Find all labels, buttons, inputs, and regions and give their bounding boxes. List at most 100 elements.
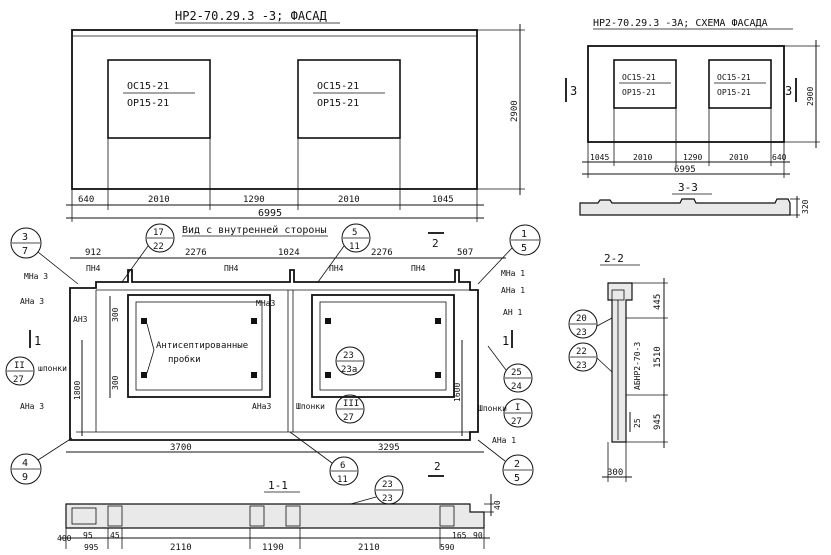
label-ana3-bottom: АНа 3 [20,402,44,411]
scheme-section-mark-right: 3 [785,78,797,102]
svg-text:5: 5 [514,473,520,484]
sec11-rib-4 [439,505,455,527]
label-ana3-left: АНа 3 [20,297,44,306]
callout-4-9: 4 9 [10,437,73,485]
svg-text:27: 27 [511,417,522,427]
scheme-section-mark-left: 3 [565,78,577,102]
window-bottom-label: ОР15-21 [317,98,359,109]
scheme-height: 2900 [806,87,815,106]
sec22-extension-lines [607,282,668,482]
svg-text:7: 7 [22,246,28,257]
scheme-window-left: ОС15-21 ОР15-21 [613,59,677,109]
sec22-title: 2-2 [604,252,624,265]
scheme-total: 6995 [674,165,696,175]
scheme-sec-right: 3 [785,84,792,98]
scheme-dim-1290: 1290 [683,153,702,162]
sec11-profile [65,503,485,529]
facade-title: НР2-70.29.3 -3; ФАСАД [175,9,327,23]
facade-dim-1290: 1290 [243,195,265,205]
svg-text:23а: 23а [341,365,357,375]
callout-20-23: 20 23 [568,309,613,339]
svg-text:17: 17 [153,228,164,238]
inner-win-top: 300 [111,307,120,322]
facade-window-left: ОС15-21 ОР15-21 [107,59,211,139]
scheme-sec-left: 3 [570,84,577,98]
section-mark-1-left-num: 1 [34,334,41,348]
inner-dim-912: 912 [85,248,101,258]
callout-22-23: 22 23 [568,342,613,373]
label-shponki-mid: Шпонки [296,402,325,411]
label-an3: АН3 [73,315,88,324]
window-bottom-label: ОР15-21 [127,98,169,109]
svg-text:11: 11 [349,242,360,252]
callout-1-5: 1 5 [477,224,541,285]
inner-opening-left [127,294,271,398]
label-shponki-left: шпонки [38,364,67,373]
sec11-insert-left [71,507,97,525]
sec22-dim-445: 445 [653,294,663,310]
callout-6-11: 6 11 [289,431,359,486]
inner-dim-507: 507 [457,248,473,258]
sec22-mark: АБНР2-70-3 [633,342,642,390]
window-bottom-label: ОР15-21 [717,88,751,97]
facade-total: 6995 [258,208,282,219]
callout-I-27: I 27 [503,398,533,428]
svg-text:11: 11 [337,475,348,485]
sec11-rib-3 [285,505,301,527]
sec11-dim-995: 995 [84,543,99,552]
sec11-dim-400: 400 [57,534,72,543]
svg-text:4: 4 [22,458,28,469]
sec11-dim-90: 90 [473,531,483,540]
sec11-dim-590: 590 [440,543,455,552]
svg-text:6: 6 [340,461,345,471]
callout-23-23a: 23 23а [335,346,365,376]
section-mark-1-left: 1 [29,330,41,348]
sec33-dim: 320 [801,199,810,214]
window-bottom-label: ОР15-21 [622,88,656,97]
sec11-dim-2110-a: 2110 [170,543,192,553]
sec33-profile [579,198,791,216]
svg-text:27: 27 [13,375,24,385]
callout-2-5: 2 5 [477,439,534,486]
svg-text:20: 20 [576,314,587,324]
label-an1: АН 1 [503,308,522,317]
scheme-dim-1045: 1045 [590,153,609,162]
svg-text:23: 23 [576,361,587,371]
inner-dim-2276-a: 2276 [185,248,207,258]
section-mark-2-top-num: 2 [432,237,439,250]
scheme-extension-lines [587,45,820,178]
facade-panel [71,29,478,190]
label-mna3-mid: МНа3 [256,299,275,308]
label-ana3-mid: АНа3 [252,402,271,411]
callout-25-24: 25 24 [487,345,533,393]
scheme-dim-640: 640 [772,153,787,162]
svg-text:22: 22 [153,242,164,252]
scheme-dim-2010-b: 2010 [729,153,748,162]
svg-text:23: 23 [382,480,393,490]
label-mna3-left: МНа 3 [24,272,48,281]
svg-text:23: 23 [576,328,587,338]
scheme-dim-2010-a: 2010 [633,153,652,162]
window-top-label: ОС15-21 [317,81,359,92]
sec22-profile [607,282,633,443]
svg-text:1: 1 [521,229,527,240]
svg-text:24: 24 [511,382,522,392]
scheme-title: НР2-70.29.3 -3А; СХЕМА ФАСАДА [593,18,768,29]
inner-opening-right [311,294,455,398]
facade-dim-640: 640 [78,195,94,205]
facade-dim-1045: 1045 [432,195,454,205]
window-top-label: ОС15-21 [622,73,656,82]
inner-win-bot: 300 [111,375,120,390]
section-mark-1-right-num: 1 [502,334,509,348]
svg-text:22: 22 [576,347,587,357]
plugs-leader-1 [146,323,155,351]
section-mark-2-bottom: 2 [428,460,444,477]
sec11-dim-1190: 1190 [262,543,284,553]
svg-text:II: II [14,361,25,371]
sec11-dim-165: 165 [452,531,467,540]
sec11-dim-2110-b: 2110 [358,543,380,553]
facade-height: 2900 [510,100,520,122]
svg-text:9: 9 [22,472,28,483]
label-mna1: МНа 1 [501,269,525,278]
